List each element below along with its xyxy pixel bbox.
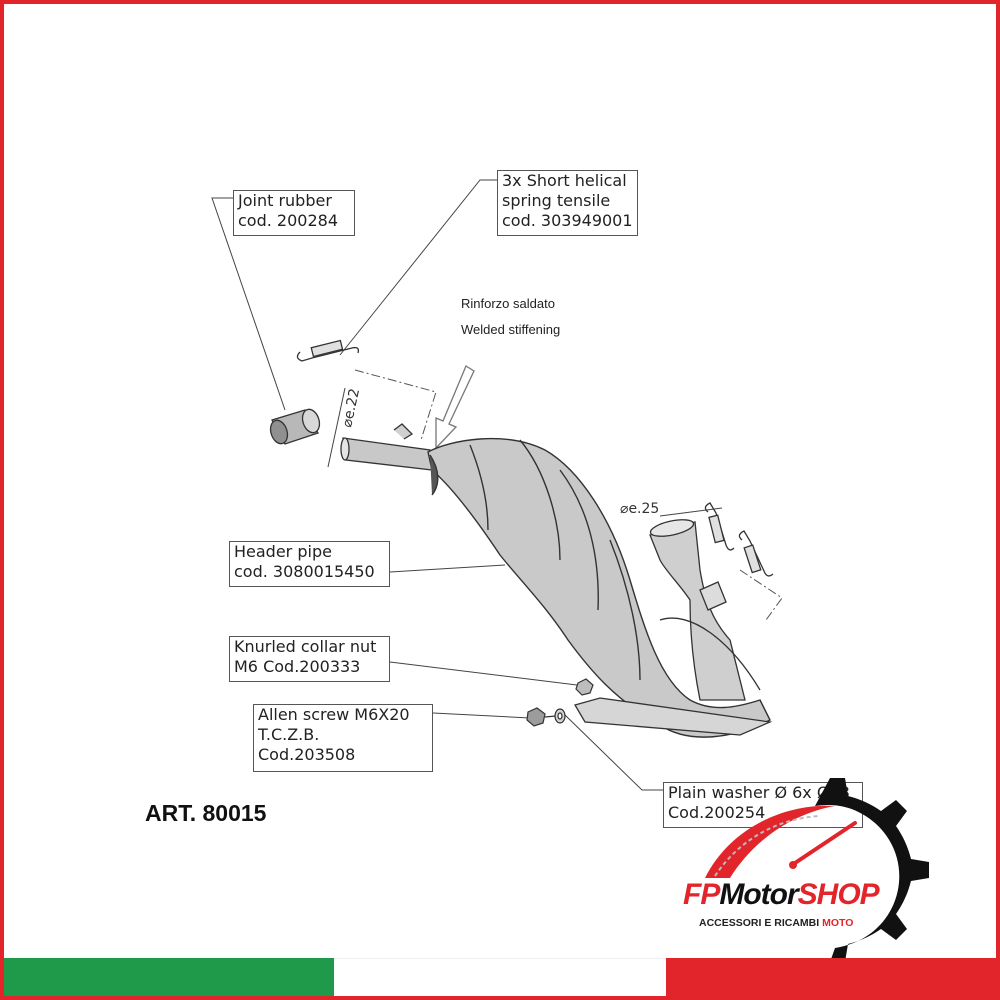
leader-lines: [211, 179, 663, 791]
leader-collar-nut: [389, 661, 586, 687]
collar-nut-code: M6 Cod.200333: [234, 657, 361, 676]
spring-parts: [296, 339, 774, 577]
leader-joint-rubber: [211, 197, 286, 411]
leader-header-pipe: [389, 564, 506, 573]
joint-rubber-name: Joint rubber: [238, 191, 332, 210]
spring-code: cod. 303949001: [502, 211, 633, 230]
logo-brand: FPMotorSHOP: [683, 878, 880, 912]
flag-red-band: [666, 958, 996, 996]
note-english: Welded stiffening: [461, 322, 561, 337]
article-number: ART. 80015: [145, 800, 267, 826]
inlet-diameter-label: ⌀e.22: [339, 387, 363, 429]
expansion-chamber: [427, 437, 771, 738]
logo-brand-fp: FP: [683, 878, 720, 911]
spring-line2: spring tensile: [502, 191, 611, 210]
callout-header-pipe: Header pipe cod. 3080015450: [229, 541, 390, 587]
stiffening-arrow: [435, 365, 475, 450]
allen-screw-part: [526, 707, 546, 727]
leader-spring: [339, 179, 497, 356]
dimension-lines: [354, 369, 783, 621]
collar-nut-part: [575, 678, 594, 696]
logo-tagline-main: ACCESSORI E RICAMBI: [699, 917, 820, 929]
fasteners: [526, 678, 594, 727]
collar-nut-name: Knurled collar nut: [234, 637, 377, 656]
logo-brand-shop: SHOP: [797, 878, 880, 911]
header-pipe-name: Header pipe: [234, 542, 332, 561]
washer-name: Plain washer Ø 6x Ø18: [668, 783, 850, 802]
callout-joint-rubber: Joint rubber cod. 200284: [233, 190, 355, 236]
spring-line1: 3x Short helical: [502, 171, 627, 190]
joint-rubber-code: cod. 200284: [238, 211, 338, 230]
logo-brand-motor: Motor: [719, 878, 798, 911]
washer-code: Cod.200254: [668, 803, 766, 822]
gear-logo-icon: [705, 778, 929, 962]
logo-tagline: ACCESSORI E RICAMBI MOTO: [699, 917, 853, 929]
outlet-diameter-label: ⌀e.25: [620, 501, 659, 517]
callout-washer: Plain washer Ø 6x Ø18 Cod.200254: [663, 782, 863, 828]
callout-allen-screw: Allen screw M6X20 T.C.Z.B. Cod.203508: [253, 704, 433, 772]
leader-washer: [564, 714, 663, 791]
allen-screw-code: Cod.203508: [258, 745, 356, 764]
flag-green-band: [4, 958, 334, 996]
flag-white-band: [334, 958, 666, 997]
outlet-bend: [649, 519, 761, 701]
inlet-pipe: [340, 423, 433, 471]
callout-collar-nut: Knurled collar nut M6 Cod.200333: [229, 636, 390, 682]
leader-allen-screw: [432, 712, 531, 719]
note-italian: Rinforzo saldato: [461, 296, 555, 311]
header-pipe-code: cod. 3080015450: [234, 562, 375, 581]
allen-screw-line2: T.C.Z.B.: [258, 725, 320, 744]
joint-rubber-part: [269, 408, 321, 445]
callout-spring: 3x Short helical spring tensile cod. 303…: [497, 170, 638, 236]
logo-tagline-accent: MOTO: [822, 917, 854, 929]
allen-screw-name: Allen screw M6X20: [258, 705, 410, 724]
mounting-bracket: [574, 697, 773, 736]
